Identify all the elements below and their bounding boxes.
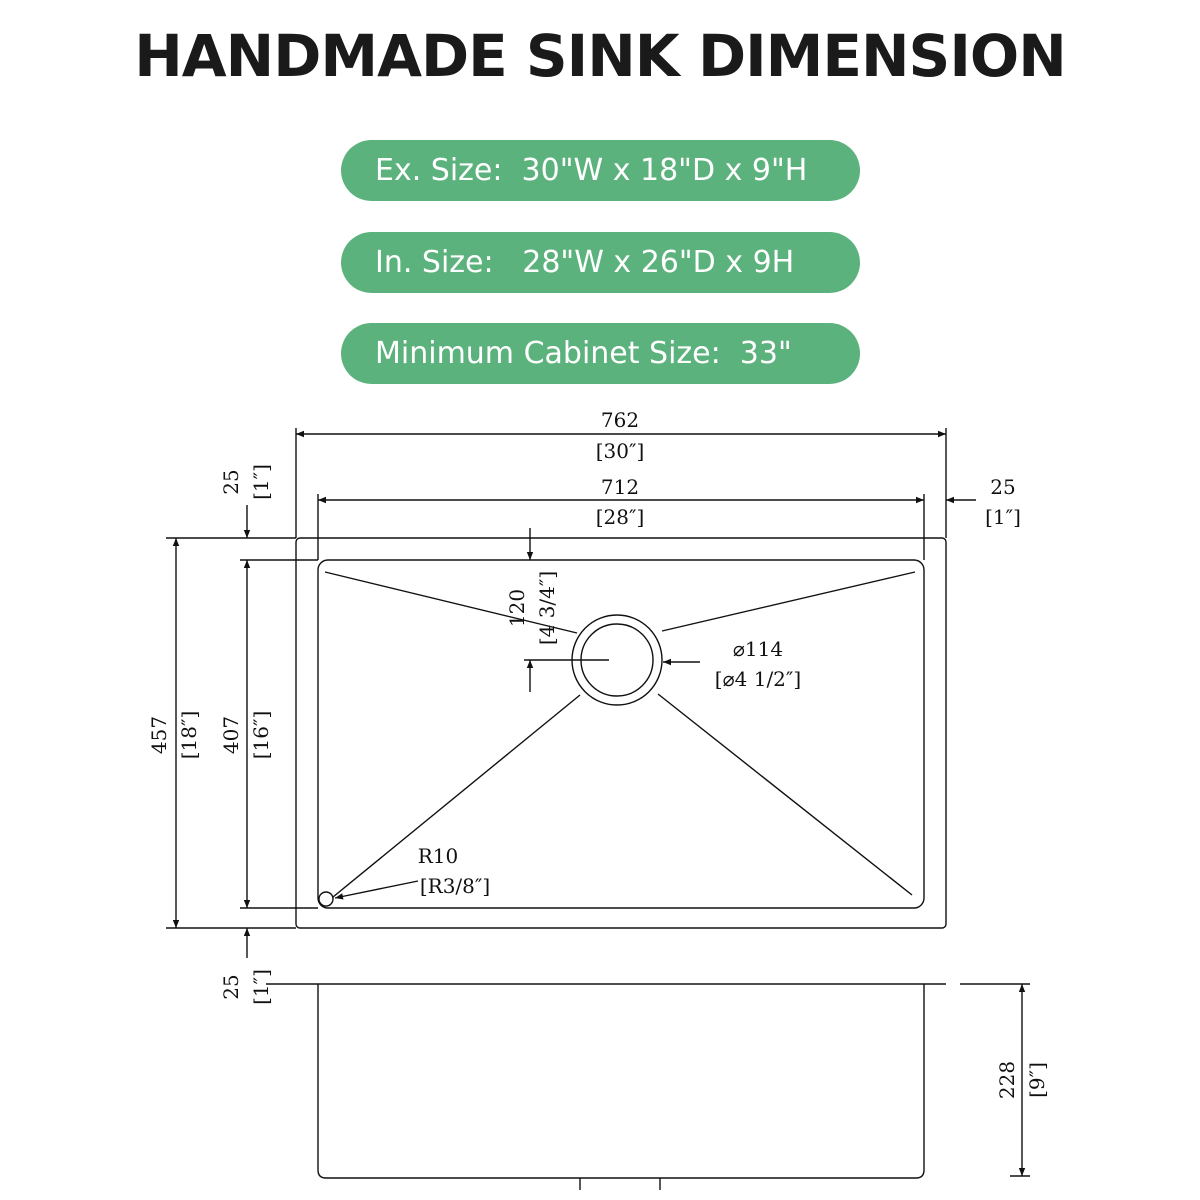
outer-depth-mm: 457 (147, 716, 171, 754)
bottom-rim-mm: 25 (219, 974, 243, 999)
corner-radius-mm: R10 (418, 844, 459, 868)
drain-diameter-inch: [⌀4 1/2″] (715, 667, 801, 691)
exterior-size-badge: Ex. Size: 30"W x 18"D x 9"H (341, 140, 860, 201)
side-profile (317, 984, 925, 1179)
right-rim-inch: [1″] (985, 505, 1021, 529)
drain-offset-mm: 120 (505, 589, 529, 627)
inner-basin (317, 559, 925, 909)
drain-offset-inch: [4 3/4″] (535, 571, 559, 645)
inner-depth-mm: 407 (219, 716, 243, 754)
interior-size-badge: In. Size: 28"W x 26"D x 9H (341, 232, 860, 293)
inner-width-inch: [28″] (596, 505, 645, 529)
top-rim-mm: 25 (219, 469, 243, 494)
bottom-rim-inch: [1″] (249, 969, 273, 1005)
top-rim-inch: [1″] (249, 464, 273, 500)
outer-width-inch: [30″] (596, 439, 645, 463)
inner-width-mm: 712 (601, 475, 639, 499)
height-mm: 228 (995, 1061, 1019, 1099)
outer-width-mm: 762 (601, 408, 639, 432)
inner-depth-inch: [16″] (249, 711, 273, 760)
outer-rim (295, 537, 947, 929)
page-title: HANDMADE SINK DIMENSION (134, 22, 1067, 90)
outer-depth-inch: [18″] (177, 711, 201, 760)
drain-diameter-mm: ⌀114 (733, 637, 783, 661)
height-inch: [9″] (1025, 1062, 1049, 1098)
right-rim-mm: 25 (990, 475, 1015, 499)
corner-radius-inch: [R3/8″] (420, 874, 490, 898)
cabinet-size-badge: Minimum Cabinet Size: 33" (341, 323, 860, 384)
